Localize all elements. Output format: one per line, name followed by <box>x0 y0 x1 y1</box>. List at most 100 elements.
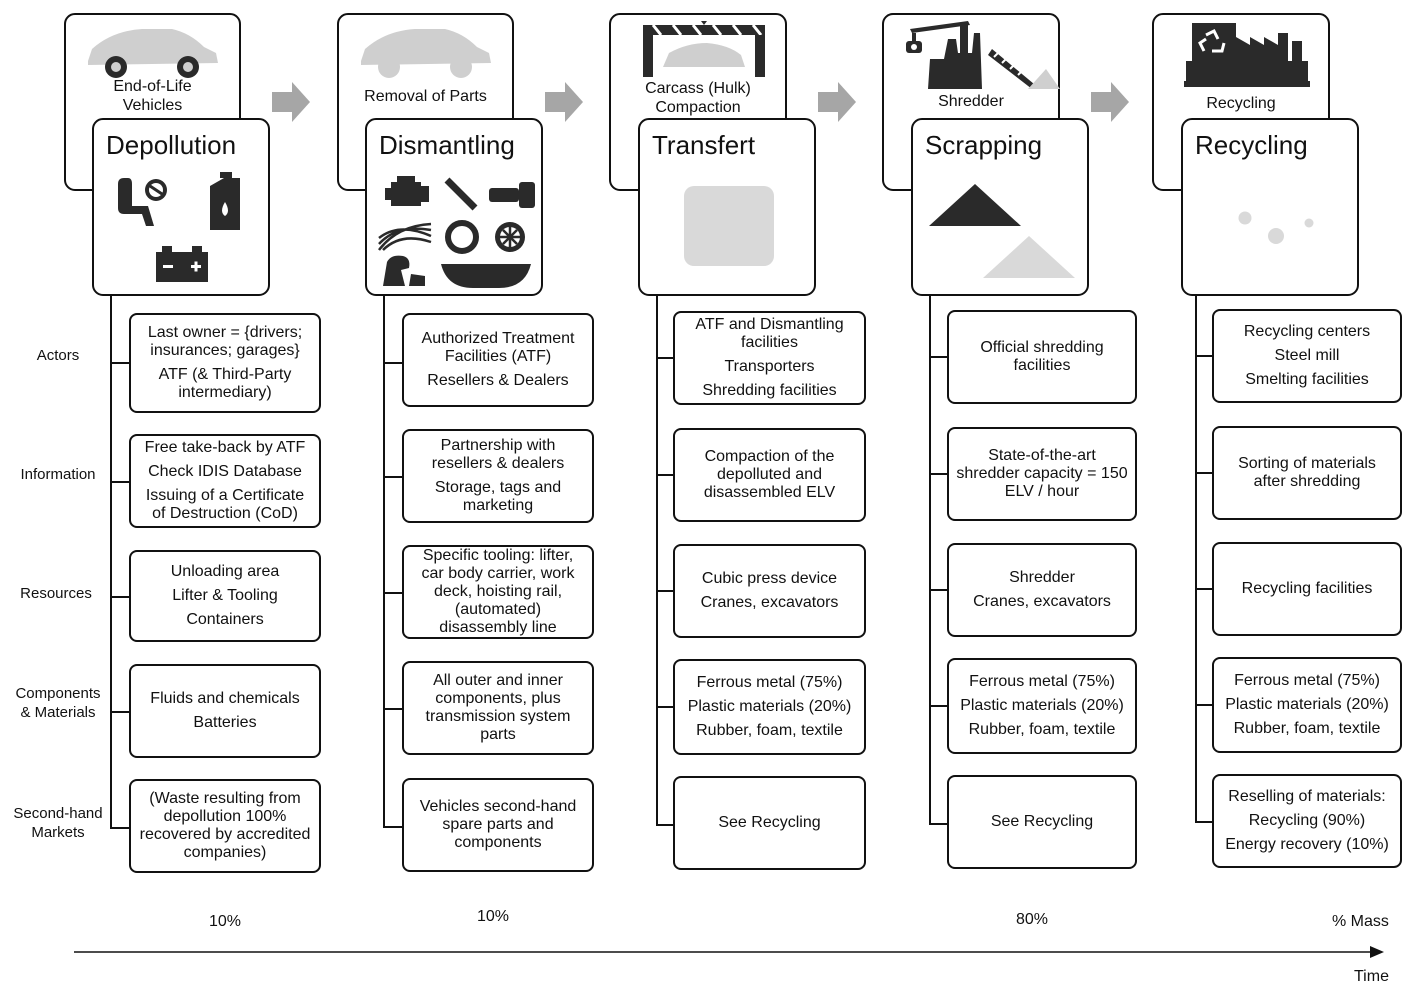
stage-5-title: Recycling <box>1195 130 1308 160</box>
stage-3-components-cell: Ferrous metal (75%) Plastic materials (2… <box>673 659 866 755</box>
stage-4-mass: 80% <box>1016 911 1049 928</box>
press-icon <box>643 21 765 77</box>
cell-line: Official shredding facilities <box>980 339 1104 374</box>
stage-5-actors-cell: Recycling centers Steel mill Smelting fa… <box>1212 309 1402 403</box>
stage-2-top-caption: Removal of Parts <box>364 88 487 105</box>
connector <box>383 592 403 594</box>
seatbelt-airbag-icon <box>118 178 167 226</box>
stage-4-components-cell: Ferrous metal (75%) Plastic materials (2… <box>947 658 1137 754</box>
stage-1-resources-cell: Unloading area Lifter & Tooling Containe… <box>129 550 321 642</box>
cell-line: Transporters <box>724 358 815 375</box>
cell-line: Sorting of materials after shredding <box>1238 455 1376 490</box>
recycling-factory-icon <box>1184 23 1310 87</box>
stage-4-second-hand-cell: See Recycling <box>947 775 1137 869</box>
stage-4-title: Scrapping <box>925 130 1043 160</box>
stage-3-top-caption: Carcass (Hulk) Compaction <box>645 80 751 116</box>
cell-line: Plastic materials (20%) <box>1225 696 1389 713</box>
process-arrow-2 <box>545 82 583 122</box>
stage-4-information-cell: State-of-the-art shredder capacity = 150… <box>947 427 1137 521</box>
spark-plug-icon <box>444 177 478 211</box>
connector <box>1195 588 1215 590</box>
cell-line: Specific tooling: lifter, car body carri… <box>421 547 575 636</box>
stage-3-second-hand-cell: See Recycling <box>673 776 866 870</box>
stage-5-resources-cell: Recycling facilities <box>1212 542 1402 636</box>
compacted-block-icon <box>684 186 774 266</box>
cell-line: Authorized Treatment Facilities (ATF) <box>421 330 575 365</box>
cell-line: Recycling centers <box>1243 323 1371 340</box>
cell-line: Fluids and chemicals <box>150 690 300 707</box>
cell-line: Lifter & Tooling <box>172 587 278 604</box>
process-arrow-4 <box>1091 82 1129 122</box>
cell-line: Last owner = {drivers; insurances; garag… <box>147 324 303 359</box>
cell-line: ATF and Dismantling facilities <box>695 316 844 351</box>
connector <box>383 708 403 710</box>
connector <box>110 711 130 713</box>
cell-line: Containers <box>186 611 264 628</box>
cell-line: Resellers & Dealers <box>427 372 569 389</box>
row-label-second-hand: Second-hand Markets <box>13 805 103 841</box>
seat-icon <box>383 255 425 286</box>
connector <box>929 473 949 475</box>
cell-line: Plastic materials (20%) <box>687 698 852 715</box>
stage-4-card: Scrapping <box>911 118 1089 296</box>
cell-line: Shredding facilities <box>702 382 837 399</box>
stage-1-components-cell: Fluids and chemicals Batteries <box>129 664 321 758</box>
connector <box>1195 472 1215 474</box>
stage-2-second-hand-cell: Vehicles second-hand spare parts and com… <box>402 778 594 872</box>
connector <box>383 476 403 478</box>
stage-1-information-cell: Free take-back by ATF Check IDIS Databas… <box>129 434 321 528</box>
stage-2-mass: 10% <box>477 908 510 925</box>
stage-1-spine <box>110 290 112 828</box>
cell-line: Storage, tags and marketing <box>434 479 562 514</box>
cell-line: Steel mill <box>1274 347 1340 364</box>
row-label-information: Information <box>20 466 96 483</box>
shredder-plant-icon <box>906 21 1060 89</box>
tire-icon <box>445 220 479 254</box>
connector <box>383 362 403 364</box>
stage-4-spine <box>929 290 931 825</box>
stage-1-top-caption: End-of-Life Vehicles <box>113 78 192 114</box>
cell-line: Partnership with resellers & dealers <box>431 437 565 472</box>
cell-line: Recycling (90%) <box>1248 812 1366 829</box>
stage-3-title: Transfert <box>652 130 756 160</box>
cell-line: Recycling facilities <box>1241 580 1373 597</box>
cell-line: All outer and inner components, plus tra… <box>425 672 571 743</box>
time-axis-label: Time <box>1354 968 1389 985</box>
exhaust-icon <box>489 182 535 208</box>
stage-3-spine <box>656 290 658 826</box>
connector <box>110 362 130 364</box>
cell-line: (Waste resulting from depollution 100% r… <box>139 790 311 861</box>
cell-line: See Recycling <box>718 814 821 831</box>
stage-2-title: Dismantling <box>379 130 515 160</box>
connector <box>110 481 130 483</box>
stage-3-card: Transfert <box>638 118 816 296</box>
wheel-rim-icon <box>495 222 525 252</box>
cell-line: Shredder <box>1009 569 1075 586</box>
stage-3-resources-cell: Cubic press device Cranes, excavators <box>673 544 866 638</box>
stage-1-card: Depollution <box>92 118 270 296</box>
cell-line: Ferrous metal (75%) <box>696 674 843 691</box>
connector <box>656 824 676 826</box>
cell-line: State-of-the-art shredder capacity = 150… <box>956 447 1128 500</box>
stage-1-second-hand-cell: (Waste resulting from depollution 100% r… <box>129 779 321 873</box>
pellets-icon <box>1238 211 1314 244</box>
stage-4-resources-cell: Shredder Cranes, excavators <box>947 543 1137 637</box>
connector <box>656 590 676 592</box>
car-icon <box>361 29 491 78</box>
stage-2-resources-cell: Specific tooling: lifter, car body carri… <box>402 545 594 639</box>
cell-line: Ferrous metal (75%) <box>1234 672 1380 689</box>
stage-3-information-cell: Compaction of the depolluted and disasse… <box>673 428 866 522</box>
mass-axis-label: % Mass <box>1332 913 1389 930</box>
cell-line: Rubber, foam, textile <box>696 722 843 739</box>
process-arrow-1 <box>272 82 310 122</box>
stage-1-mass: 10% <box>209 913 242 930</box>
car-icon <box>88 29 218 78</box>
cell-line: ATF (& Third-Party intermediary) <box>158 366 292 401</box>
row-label-resources: Resources <box>20 585 92 602</box>
stage-5-card: Recycling <box>1181 118 1359 296</box>
cell-line: Check IDIS Database <box>148 463 302 480</box>
cell-line: Unloading area <box>170 563 280 580</box>
connector <box>1195 821 1215 823</box>
oil-can-icon <box>210 172 240 230</box>
stage-2-information-cell: Partnership with resellers & dealers Sto… <box>402 429 594 523</box>
